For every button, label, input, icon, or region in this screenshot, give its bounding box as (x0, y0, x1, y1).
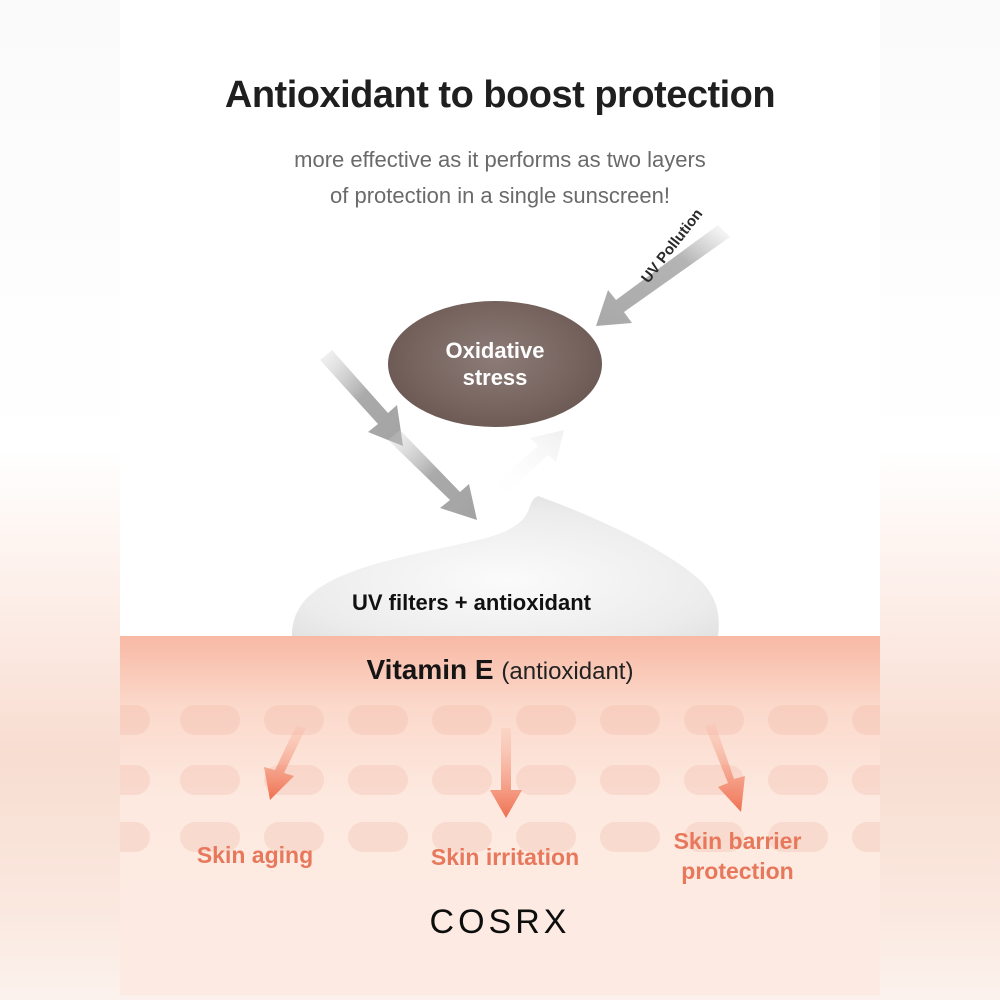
skin-irritation-arrow-icon (490, 728, 522, 818)
sunscreen-dollop-shape (292, 496, 719, 636)
subtitle: more effective as it performs as two lay… (120, 142, 880, 214)
oval-line-2: stress (462, 365, 528, 390)
diagram-graphics (264, 225, 745, 818)
effect-skin-barrier-line-1: Skin barrier (673, 828, 802, 854)
effect-skin-barrier: Skin barrier protection (650, 826, 825, 886)
effect-skin-barrier-line-2: protection (681, 858, 794, 884)
uv-down-arrow-icon (320, 350, 477, 520)
oxidative-stress-bubble: Oxidative stress (388, 301, 602, 427)
effect-skin-irritation: Skin irritation (430, 844, 580, 870)
page-title: Antioxidant to boost protection (224, 74, 776, 116)
subtitle-line-2: of protection in a single sunscreen! (330, 183, 670, 208)
effect-skin-aging: Skin aging (196, 842, 314, 868)
brand-logo: COSRX (429, 903, 571, 941)
reflect-up-arrow-icon (490, 430, 564, 498)
blurred-backdrop-right (880, 0, 1000, 1000)
infographic-panel: Antioxidant to boost protection more eff… (120, 0, 880, 995)
uv-filters-label: UV filters + antioxidant (352, 590, 591, 615)
oval-line-1: Oxidative (445, 338, 545, 363)
vitamin-note: (antioxidant) (501, 658, 634, 685)
skin-barrier-arrow-icon (705, 724, 745, 812)
skin-layer-band (120, 636, 880, 995)
skin-aging-arrow-icon (264, 726, 306, 800)
blurred-backdrop-left (0, 0, 120, 1000)
subtitle-line-1: more effective as it performs as two lay… (294, 147, 706, 172)
uv-pollution-arrow-icon (596, 225, 730, 326)
vitamin-e-label: Vitamin E (antioxidant) (120, 654, 880, 686)
vitamin-name: Vitamin E (366, 654, 494, 685)
